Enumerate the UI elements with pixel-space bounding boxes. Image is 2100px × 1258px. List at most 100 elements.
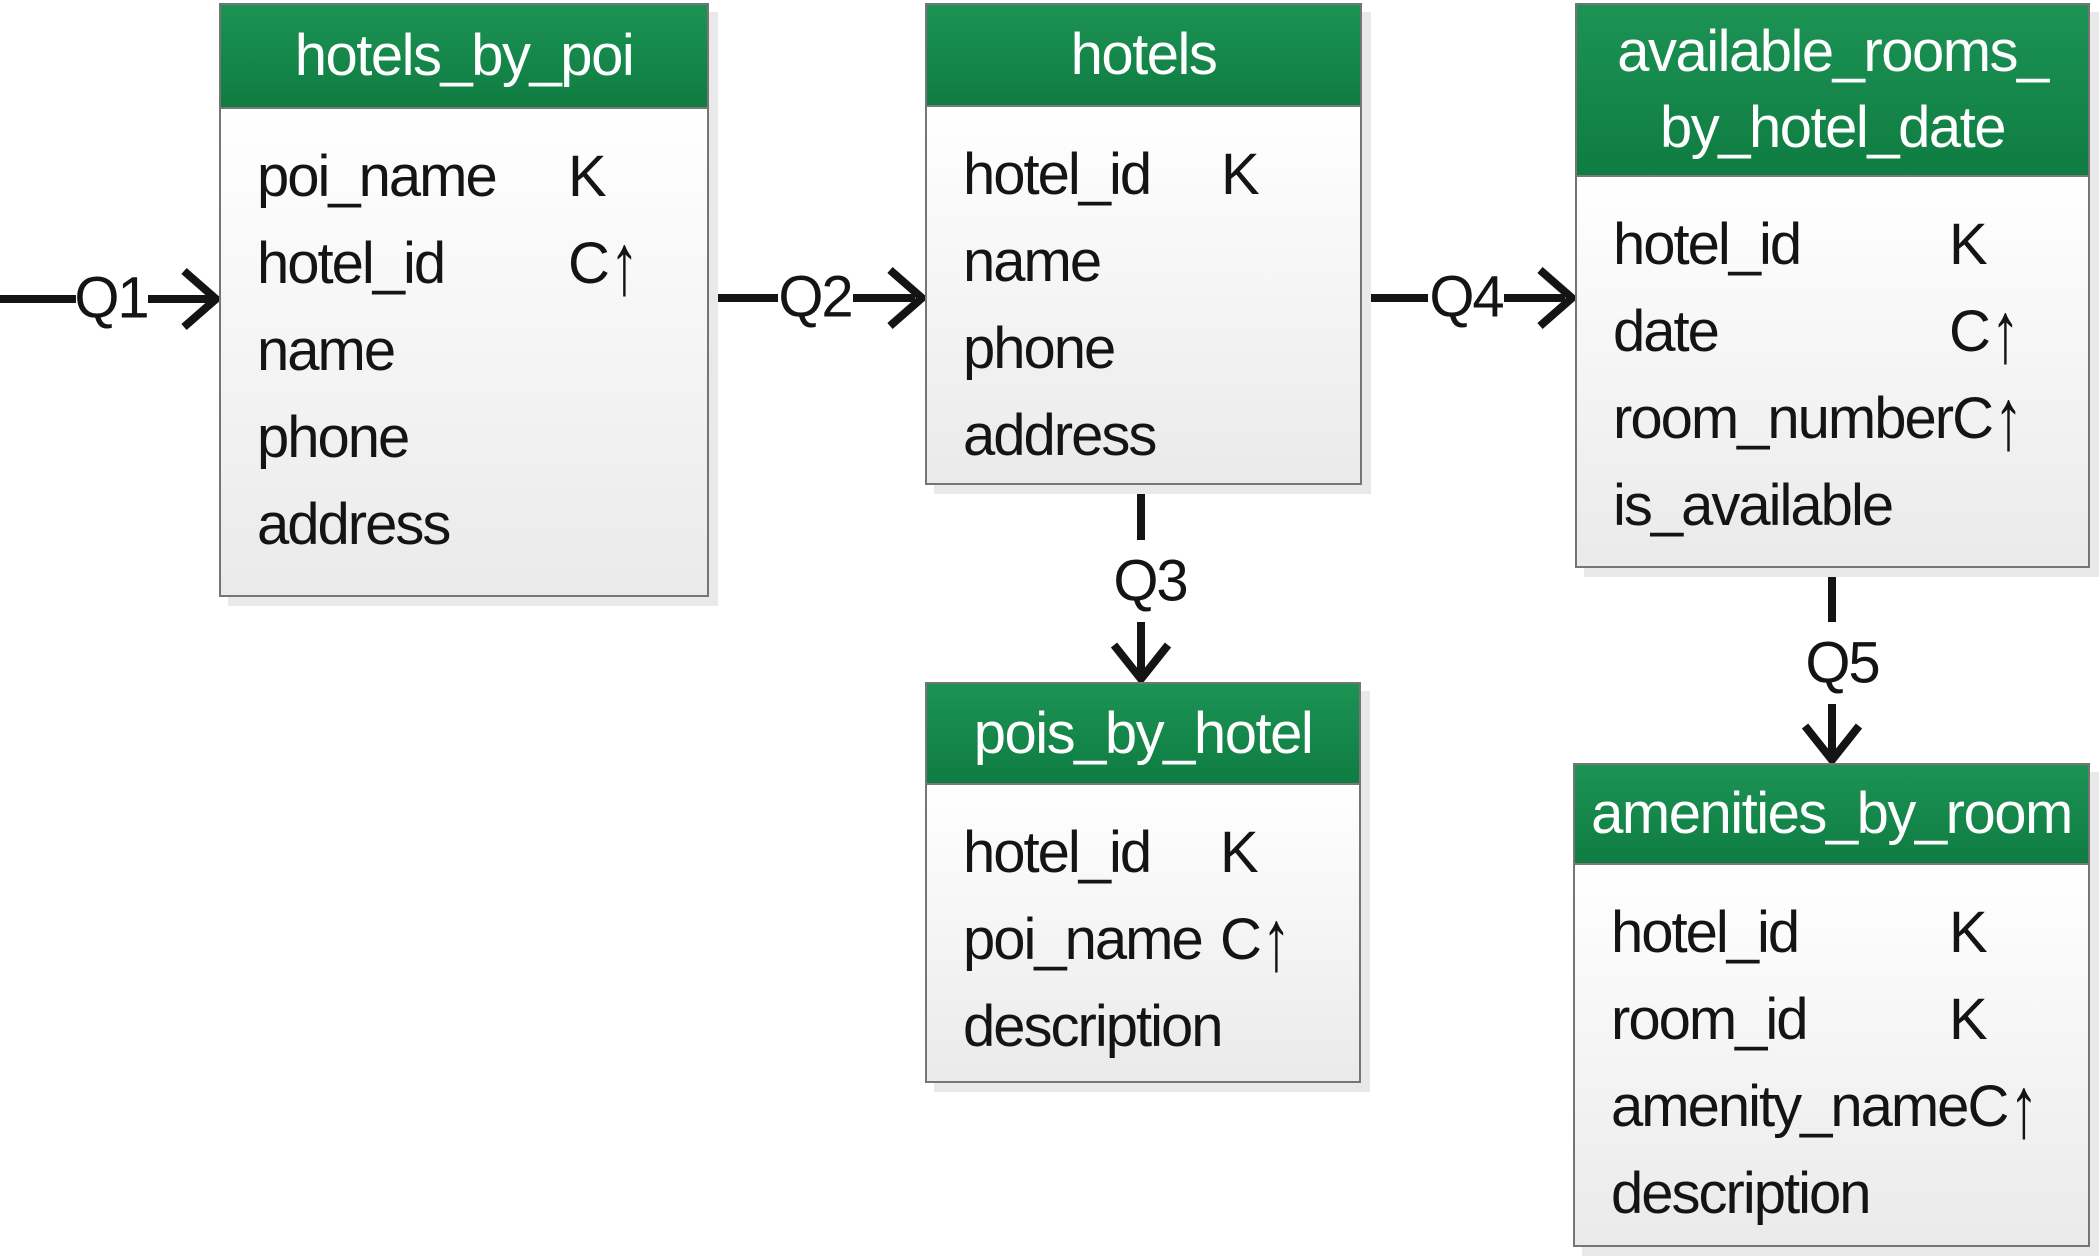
q1-arrowhead bbox=[181, 267, 223, 331]
field-row: amenity_name C↑ bbox=[1575, 1059, 2088, 1157]
table-title-line-2: by_hotel_date bbox=[1660, 95, 2006, 160]
q3-arrowhead bbox=[1110, 642, 1172, 686]
table-header: hotels_by_poi bbox=[221, 5, 707, 109]
field-row: poi_name C↑ bbox=[927, 892, 1359, 990]
q2-arrowhead bbox=[887, 266, 929, 330]
field-key bbox=[1221, 402, 1316, 469]
key-letter: C bbox=[1952, 386, 1994, 451]
field-row: hotel_id K bbox=[927, 131, 1360, 218]
key-letter: K bbox=[1221, 142, 1260, 207]
field-key: K bbox=[568, 143, 663, 210]
key-letter: K bbox=[1220, 820, 1259, 885]
field-key: K bbox=[1949, 211, 2044, 278]
table-title-line-1: available_rooms_ bbox=[1617, 19, 2049, 84]
table-hotels-by-poi: hotels_by_poi poi_name K hotel_id C↑ nam… bbox=[219, 3, 709, 597]
query-label-q5: Q5 bbox=[1805, 630, 1880, 696]
field-key bbox=[568, 317, 663, 384]
field-name: phone bbox=[963, 316, 1116, 381]
field-key: C↑ bbox=[1949, 284, 2044, 382]
field-row: name bbox=[927, 218, 1360, 305]
field-key: K bbox=[1949, 899, 2044, 966]
field-key: K bbox=[1949, 986, 2044, 1053]
query-label-q2: Q2 bbox=[778, 264, 853, 330]
table-hotels: hotels hotel_id K name phone address bbox=[925, 3, 1362, 485]
field-row: phone bbox=[221, 394, 707, 481]
field-name: description bbox=[963, 994, 1223, 1059]
table-pois-by-hotel: pois_by_hotel hotel_id K poi_name C↑ des… bbox=[925, 682, 1361, 1083]
field-row: hotel_id K bbox=[927, 809, 1359, 896]
clustering-asc-arrow-icon: ↑ bbox=[609, 215, 639, 314]
field-name: hotel_id bbox=[257, 231, 446, 296]
field-key: C↑ bbox=[1967, 1059, 2062, 1157]
table-body: hotel_id K date C↑ room_number C↑ is_ava… bbox=[1577, 177, 2088, 566]
field-key bbox=[568, 404, 663, 471]
field-key: K bbox=[1221, 141, 1316, 208]
field-row: phone bbox=[927, 305, 1360, 392]
key-letter: K bbox=[1949, 212, 1988, 277]
field-name: address bbox=[963, 403, 1157, 468]
field-name: room_number bbox=[1613, 386, 1954, 451]
table-title: hotels bbox=[1070, 22, 1218, 87]
field-key bbox=[1221, 228, 1316, 295]
field-key bbox=[1949, 472, 2044, 539]
field-row: poi_name K bbox=[221, 133, 707, 220]
field-row: address bbox=[221, 481, 707, 568]
field-name: hotel_id bbox=[1611, 900, 1800, 965]
field-name: is_available bbox=[1613, 473, 1894, 538]
field-key: C↑ bbox=[1220, 892, 1315, 990]
field-key: C↑ bbox=[568, 216, 663, 314]
field-name: hotel_id bbox=[1613, 212, 1802, 277]
clustering-asc-arrow-icon: ↑ bbox=[1990, 283, 2020, 382]
field-row: description bbox=[1575, 1150, 2088, 1237]
field-name: name bbox=[257, 318, 396, 383]
field-key bbox=[1221, 315, 1316, 382]
field-key bbox=[1221, 993, 1316, 1060]
query-label-q4: Q4 bbox=[1429, 264, 1504, 330]
q5-arrowhead bbox=[1801, 723, 1863, 767]
table-header: hotels bbox=[927, 5, 1360, 107]
field-key bbox=[1949, 1160, 2044, 1227]
field-name: address bbox=[257, 492, 451, 557]
field-name: description bbox=[1611, 1161, 1871, 1226]
table-body: hotel_id K poi_name C↑ description bbox=[927, 785, 1359, 1081]
field-key bbox=[568, 491, 663, 558]
clustering-asc-arrow-icon: ↑ bbox=[1261, 891, 1291, 990]
query-label-q3: Q3 bbox=[1113, 548, 1188, 614]
field-key: C↑ bbox=[1952, 371, 2047, 469]
table-title: pois_by_hotel bbox=[973, 700, 1314, 766]
table-body: hotel_id K room_id K amenity_name C↑ des… bbox=[1575, 865, 2088, 1245]
table-header: amenities_by_room bbox=[1575, 765, 2088, 865]
clustering-asc-arrow-icon: ↑ bbox=[2009, 1058, 2039, 1157]
field-name: poi_name bbox=[963, 907, 1204, 972]
key-letter: K bbox=[1949, 987, 1988, 1052]
field-key: K bbox=[1220, 819, 1315, 886]
table-available-rooms-by-hotel-date: available_rooms_ by_hotel_date hotel_id … bbox=[1575, 3, 2090, 568]
table-body: poi_name K hotel_id C↑ name phone addres… bbox=[221, 109, 707, 595]
field-row: name bbox=[221, 307, 707, 394]
field-row: room_number C↑ bbox=[1577, 371, 2088, 469]
field-name: hotel_id bbox=[963, 820, 1152, 885]
field-row: hotel_id C↑ bbox=[221, 216, 707, 314]
key-letter: C bbox=[1220, 907, 1262, 972]
field-row: hotel_id K bbox=[1575, 889, 2088, 976]
table-amenities-by-room: amenities_by_room hotel_id K room_id K a… bbox=[1573, 763, 2090, 1247]
field-name: date bbox=[1613, 299, 1720, 364]
field-row: address bbox=[927, 392, 1360, 479]
clustering-asc-arrow-icon: ↑ bbox=[1993, 370, 2023, 469]
query-label-q1: Q1 bbox=[74, 265, 149, 331]
field-name: amenity_name bbox=[1611, 1074, 1969, 1139]
table-body: hotel_id K name phone address bbox=[927, 107, 1360, 483]
field-name: name bbox=[963, 229, 1102, 294]
field-row: is_available bbox=[1577, 462, 2088, 549]
field-row: hotel_id K bbox=[1577, 201, 2088, 288]
field-name: poi_name bbox=[257, 144, 498, 209]
field-name: room_id bbox=[1611, 987, 1809, 1052]
key-letter: C bbox=[1949, 299, 1991, 364]
field-name: hotel_id bbox=[963, 142, 1152, 207]
key-letter: K bbox=[1949, 900, 1988, 965]
q4-arrowhead bbox=[1537, 266, 1579, 330]
field-name: phone bbox=[257, 405, 410, 470]
field-row: date C↑ bbox=[1577, 284, 2088, 382]
key-letter: C bbox=[568, 231, 610, 296]
